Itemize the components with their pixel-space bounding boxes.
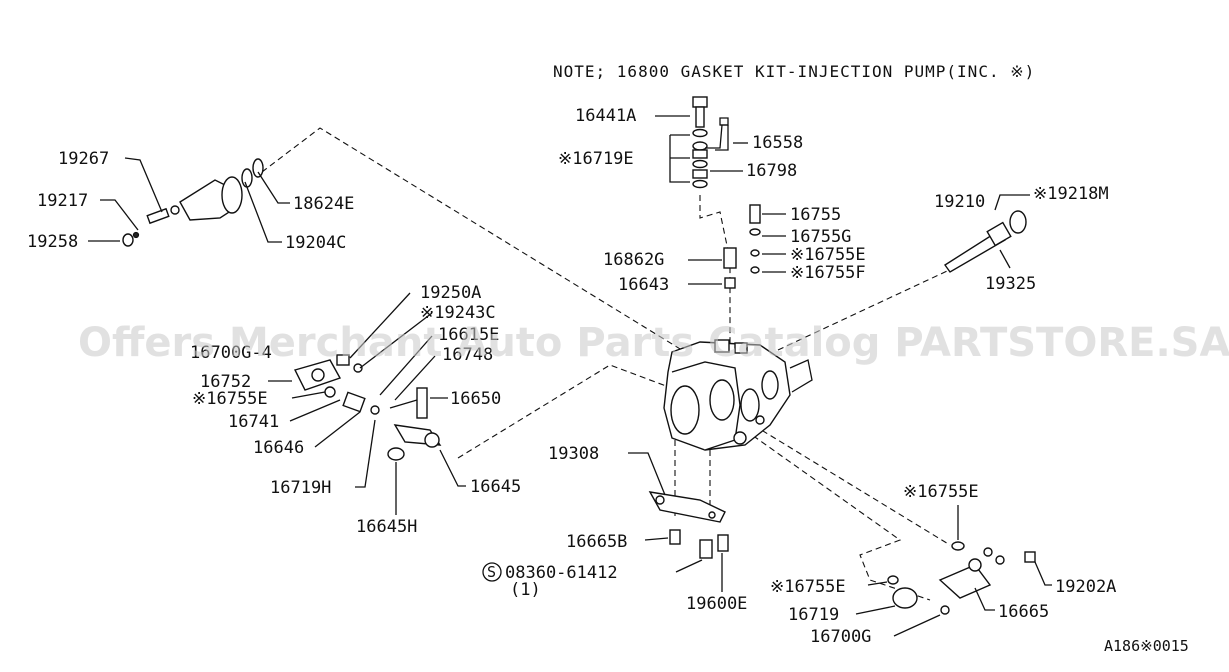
- left-cluster-parts: [293, 354, 442, 461]
- label-16700G-left: 16700G-4: [190, 343, 272, 363]
- label-16755G: 16755G: [790, 227, 851, 247]
- label-16755F: ※16755F: [790, 263, 866, 283]
- part-labels: 16441A 16558 ※16719E 16798 16755 16755G …: [27, 106, 1189, 655]
- label-16719E: ※16719E: [558, 149, 634, 169]
- label-16862G: 16862G: [603, 250, 664, 270]
- watermark: Offers Merchant Auto Parts Catalog PARTS…: [78, 320, 1229, 366]
- leader-lines: [88, 115, 1052, 637]
- label-19250A: 19250A: [420, 283, 481, 303]
- label-16441A: 16441A: [575, 106, 636, 126]
- label-19210: 19210: [934, 192, 985, 212]
- label-19243C: ※19243C: [420, 303, 496, 323]
- label-16719H: 16719H: [270, 478, 331, 498]
- diagram-code: A186※0015: [1104, 637, 1189, 655]
- label-16755E-right: ※16755E: [903, 482, 979, 502]
- label-16741: 16741: [228, 412, 279, 432]
- label-19218M: ※19218M: [1033, 184, 1109, 204]
- label-16755E-left: ※16755E: [192, 389, 268, 409]
- label-19217: 19217: [37, 191, 88, 211]
- label-16798: 16798: [746, 161, 797, 181]
- upper-left-parts: [122, 158, 264, 247]
- label-16615E: 16615E: [438, 325, 499, 345]
- label-16665B: 16665B: [566, 532, 627, 552]
- label-08360-61412: 08360-61412: [505, 563, 618, 583]
- label-19325: 19325: [985, 274, 1036, 294]
- label-16558: 16558: [752, 133, 803, 153]
- bottom-parts: [648, 491, 1036, 615]
- note-text: NOTE; 16800 GASKET KIT-INJECTION PUMP(IN…: [553, 62, 1035, 81]
- label-16665: 16665: [998, 602, 1049, 622]
- label-16748: 16748: [442, 345, 493, 365]
- injection-pump-body: [663, 339, 813, 451]
- label-19600E: 19600E: [686, 594, 747, 614]
- label-16700G: 16700G: [810, 627, 871, 647]
- label-08360-s: S: [487, 563, 496, 581]
- label-19308: 19308: [548, 444, 599, 464]
- label-19267: 19267: [58, 149, 109, 169]
- label-16643: 16643: [618, 275, 669, 295]
- label-08360-qty: (1): [510, 580, 541, 600]
- label-16646: 16646: [253, 438, 304, 458]
- label-19202A: 19202A: [1055, 577, 1116, 597]
- label-16755E-top: ※16755E: [790, 245, 866, 265]
- label-16645H: 16645H: [356, 517, 417, 537]
- label-16755E-bottom: ※16755E: [770, 577, 846, 597]
- label-16650: 16650: [450, 389, 501, 409]
- assembly-lines: [261, 127, 961, 601]
- label-16755: 16755: [790, 205, 841, 225]
- top-parts: [692, 96, 761, 289]
- label-16645: 16645: [470, 477, 521, 497]
- label-19258: 19258: [27, 232, 78, 252]
- label-19204C: 19204C: [285, 233, 346, 253]
- drive-shaft: [944, 210, 1027, 273]
- label-16719: 16719: [788, 605, 839, 625]
- label-16752: 16752: [200, 372, 251, 392]
- label-18624E: 18624E: [293, 194, 354, 214]
